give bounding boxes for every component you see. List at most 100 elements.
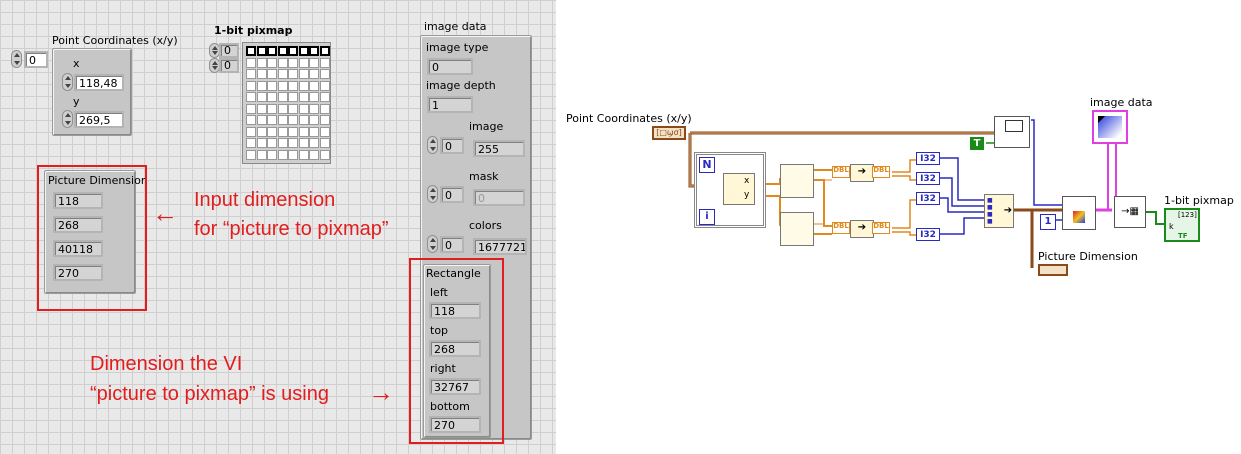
loop-count-terminal[interactable]: N: [699, 157, 715, 173]
dbl-terminal-3: DBL: [832, 222, 850, 234]
pixmap-cell: [267, 69, 277, 79]
pixmap-row-index[interactable]: 0: [219, 43, 239, 58]
pixmap-cell: [309, 92, 319, 102]
pixmap-cell: [277, 80, 288, 91]
arrow-node-2[interactable]: ➔: [850, 220, 874, 238]
pixmap-cell: [319, 103, 330, 114]
pixmap-cell: [256, 46, 267, 56]
pixmap-cell: [277, 115, 288, 125]
pixmap-cell: [319, 80, 330, 91]
image-index-spinner[interactable]: [427, 136, 438, 154]
pixmap-cell: [309, 138, 319, 148]
pixmap-cell: [256, 92, 267, 102]
picture-dimension-value-1: 268: [53, 216, 103, 233]
block-diagram: Point Coordinates (x/y) [□ϣσ] N i x y DB…: [556, 0, 1241, 454]
pixmap-cell: [246, 69, 256, 79]
mask-label: mask: [469, 170, 499, 183]
image-depth-label: image depth: [426, 79, 496, 92]
arrow-node-1[interactable]: ➔: [850, 164, 874, 182]
for-loop[interactable]: N i x y: [694, 152, 766, 228]
unflatten-pixmap-vi[interactable]: →▦: [1114, 196, 1146, 228]
pixmap-cell: [309, 115, 319, 125]
true-constant[interactable]: T: [970, 137, 984, 150]
colors-value-field: 1677721: [473, 238, 527, 255]
pixmap-cell: [246, 46, 256, 56]
pixmap-cell: [246, 149, 256, 160]
image-data-cluster: image type 0 image depth 1 image 0 255 m…: [420, 35, 532, 440]
picture-dimension-label: Picture Dimension: [48, 174, 148, 187]
pixmap-k-label: k: [1169, 222, 1174, 231]
mask-index-spinner[interactable]: [427, 185, 438, 203]
point-index-field[interactable]: 0: [24, 51, 48, 68]
round-node-bottom[interactable]: [780, 212, 814, 246]
pixmap-cell: [267, 57, 277, 68]
colors-index-field[interactable]: 0: [440, 236, 464, 253]
pixmap-cell: [288, 57, 298, 68]
pixmap-cell: [267, 103, 277, 114]
pixmap-cell: [277, 46, 288, 56]
pixmap-cell: [267, 92, 277, 102]
pixmap-cell: [298, 115, 309, 125]
picture-dimension-cluster: Picture Dimension 118 268 40118 270: [44, 170, 148, 294]
pixmap-cell: [246, 126, 256, 137]
pixmap-cell: [256, 149, 267, 160]
picture-dimension-value-3: 270: [53, 264, 103, 281]
pixmap-cell: [246, 115, 256, 125]
pixmap-cell: [298, 138, 309, 148]
annotation-vi-line2: “picture to pixmap” is using: [90, 383, 329, 405]
y-spinner[interactable]: [62, 110, 73, 128]
pixmap-cell: [246, 80, 256, 91]
rect-left-field: 118: [429, 302, 481, 319]
mask-value-field: 0: [473, 189, 525, 206]
unbundle-y-label: y: [744, 190, 750, 200]
pixmap-tf-label: TF: [1178, 232, 1188, 240]
diagram-point-coordinates-label: Point Coordinates (x/y): [566, 112, 692, 125]
pixmap-cell: [319, 69, 330, 79]
point-coordinates-cluster: x 118,48 y 269,5: [52, 48, 132, 136]
dbl-terminal-1: DBL: [832, 166, 850, 178]
rectangle-highlight: [409, 258, 504, 444]
x-label: x: [73, 57, 80, 70]
one-constant[interactable]: 1: [1040, 214, 1056, 230]
pixmap-cell: [288, 46, 298, 56]
y-label: y: [73, 95, 80, 108]
rect-right-field: 32767: [429, 378, 481, 395]
get-image-vi[interactable]: [994, 116, 1030, 148]
pixmap-cell: [288, 149, 298, 160]
rect-left-label: left: [430, 286, 448, 299]
pixmap-cell: [256, 138, 267, 148]
x-spinner[interactable]: [62, 73, 73, 91]
pixmap-cell: [309, 126, 319, 137]
x-field[interactable]: 118,48: [74, 74, 124, 91]
diagram-picture-dimension-label: Picture Dimension: [1038, 250, 1138, 263]
wires-layer: [688, 119, 1164, 268]
diagram-image-data-label: image data: [1090, 96, 1153, 109]
i32-terminal-3: I32: [916, 192, 940, 205]
picture-dimension-value-2: 40118: [53, 240, 103, 257]
pixmap-cell: [267, 115, 277, 125]
unbundle-x-label: x: [744, 176, 750, 186]
round-node-top[interactable]: [780, 164, 814, 198]
pixmap-cell: [298, 92, 309, 102]
mask-index-field[interactable]: 0: [440, 186, 464, 203]
image-index-field[interactable]: 0: [440, 137, 464, 154]
pixmap-cell: [319, 46, 330, 56]
pixmap-cell: [277, 138, 288, 148]
point-coordinates-terminal[interactable]: [□ϣσ]: [652, 126, 686, 140]
pixmap-col-index[interactable]: 0: [219, 58, 239, 73]
pixmap-cell: [309, 103, 319, 114]
picture-to-pixmap-vi[interactable]: [1062, 196, 1096, 230]
colors-index-spinner[interactable]: [427, 235, 438, 253]
pixmap-cell: [288, 69, 298, 79]
image-type-field: 0: [427, 58, 473, 75]
bundle-node[interactable]: ■■■■: [984, 194, 1014, 228]
picture-dimension-value-0: 118: [53, 192, 103, 209]
vi-screen-icon: [1005, 120, 1023, 132]
rectangle-cluster: Rectangle left 118 top 268 right 32767 b…: [423, 264, 491, 438]
y-field[interactable]: 269,5: [74, 111, 124, 128]
pixmap-cell: [319, 138, 330, 148]
pixmap-cell: [298, 57, 309, 68]
pixmap-cell: [246, 92, 256, 102]
unbundle-xy-node[interactable]: x y: [723, 173, 755, 205]
point-index-spinner[interactable]: [11, 50, 22, 68]
